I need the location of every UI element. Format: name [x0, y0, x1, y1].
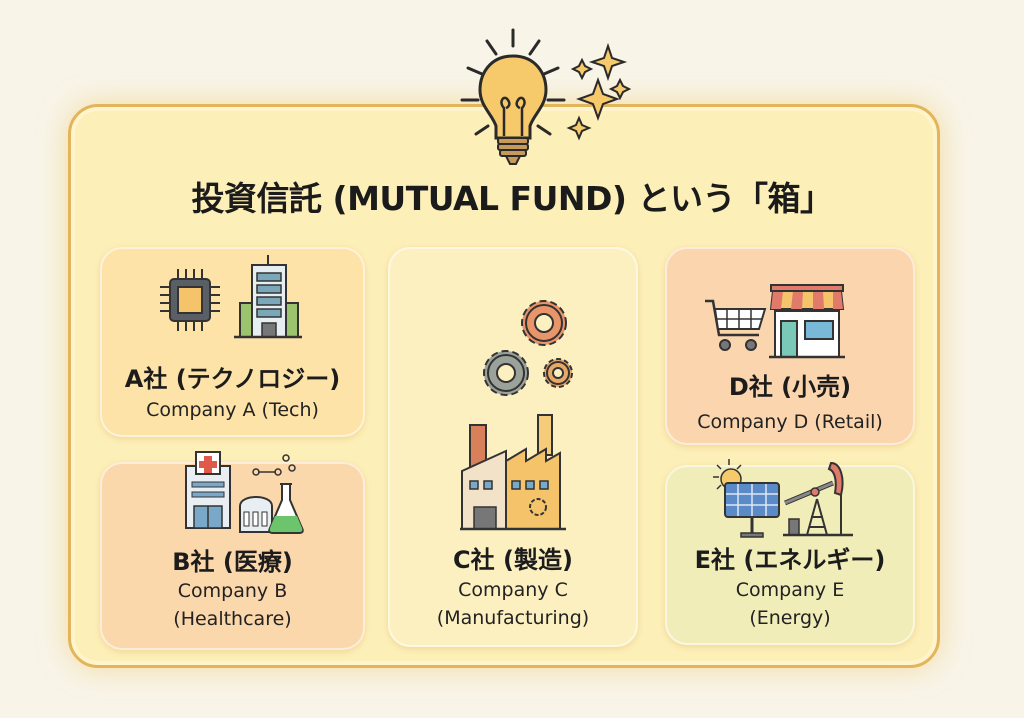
company-name-en: Company A (Tech) [146, 399, 319, 421]
page-title: 投資信託 (MUTUAL FUND) という「箱」 [191, 179, 833, 218]
company-name-ja: B社 (医療) [172, 548, 293, 576]
company-name-ja: C社 (製造) [453, 546, 573, 574]
company-name-en-line1: Company E [735, 579, 845, 601]
molecule-icon [239, 454, 296, 533]
company-name-en-line1: Company B [177, 580, 288, 602]
company-name-en-line2: (Manufacturing) [436, 607, 590, 629]
company-card-c: C社 (製造) Company C (Manufacturing) [388, 247, 638, 647]
oil-pump-icon [783, 461, 853, 537]
company-card-b: B社 (医療) Company B (Healthcare) [100, 451, 365, 650]
company-name-ja: A社 (テクノロジー) [124, 365, 341, 393]
microchip-icon [160, 269, 220, 331]
company-card-e: E社 (エネルギー) Company E (Energy) [665, 459, 915, 645]
shopping-cart-icon [705, 299, 767, 351]
company-card-a: A社 (テクノロジー) Company A (Tech) [100, 247, 365, 437]
sparkles-icon [566, 42, 632, 141]
company-name-ja: E社 (エネルギー) [694, 546, 886, 574]
company-name-en-line2: (Energy) [749, 607, 831, 629]
factory-icon [460, 414, 566, 531]
company-name-en-line2: (Healthcare) [173, 608, 292, 630]
gears-icon [483, 300, 573, 396]
flask-icon [268, 483, 304, 534]
company-name-en-line1: Company C [458, 579, 568, 601]
solar-panel-icon [724, 482, 780, 538]
storefront-icon [769, 284, 845, 359]
company-name-ja: D社 (小売) [728, 373, 852, 401]
office-building-icon [234, 255, 302, 339]
company-name-en: Company D (Retail) [697, 411, 883, 433]
hospital-icon [185, 451, 231, 529]
company-card-d: D社 (小売) Company D (Retail) [665, 247, 915, 445]
lightbulb-icon [460, 28, 632, 165]
